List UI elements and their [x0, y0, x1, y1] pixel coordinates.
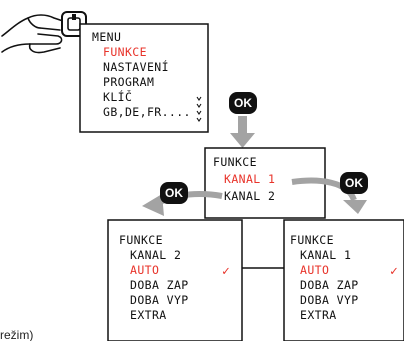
channel-right-item-doba-vyp: DOBA VYP	[300, 293, 359, 307]
arrow-down-icon	[230, 116, 255, 148]
menu-screen: MENU FUNKCE NASTAVENÍ PROGRAM KLÍČ GB,DE…	[80, 24, 208, 132]
menu-item-funkce: FUNKCE	[103, 45, 147, 59]
channel-right-item-extra: EXTRA	[300, 308, 337, 322]
channel-left-item-auto: AUTO	[130, 263, 159, 277]
funkce-item-kanal-1: KANAL 1	[224, 172, 275, 186]
channel-right-item-auto: AUTO	[300, 263, 329, 277]
channel-right-item-doba-zap: DOBA ZAP	[300, 278, 359, 292]
menu-item-program: PROGRAM	[103, 75, 154, 89]
menu-title: MENU	[92, 30, 121, 44]
ok-badge-1: OK	[229, 92, 257, 114]
ok-badge-3: OK	[340, 172, 368, 194]
menu-item-languages: GB,DE,FR....	[103, 105, 191, 119]
funkce-title: FUNKCE	[213, 155, 257, 169]
hand-pressing-button-icon	[2, 15, 66, 53]
channel-left-title: FUNKCE	[119, 233, 163, 247]
channel-screen-kanal-1: FUNKCE KANAL 1 AUTO ✓ DOBA ZAP DOBA VYP …	[284, 220, 404, 341]
ok-badge-1-label: OK	[234, 96, 252, 110]
check-mark-icon: ✓	[390, 264, 398, 279]
channel-left-kanal: KANAL 2	[130, 248, 181, 262]
ok-badge-2: OK	[160, 182, 188, 204]
channel-screen-kanal-2: FUNKCE KANAL 2 AUTO ✓ DOBA ZAP DOBA VYP …	[108, 220, 242, 341]
footer-text: režim)	[0, 328, 33, 341]
funkce-item-kanal-2: KANAL 2	[224, 189, 275, 203]
ok-badge-2-label: OK	[165, 186, 183, 200]
channel-left-item-doba-zap: DOBA ZAP	[130, 278, 189, 292]
menu-item-klic: KLÍČ	[103, 89, 132, 104]
check-mark-icon: ✓	[222, 264, 230, 279]
ok-badge-3-label: OK	[345, 176, 363, 190]
channel-left-item-extra: EXTRA	[130, 308, 167, 322]
menu-item-nastaveni: NASTAVENÍ	[103, 59, 169, 74]
channel-right-title: FUNKCE	[290, 233, 334, 247]
channel-right-kanal: KANAL 1	[300, 248, 351, 262]
channel-left-item-doba-vyp: DOBA VYP	[130, 293, 189, 307]
